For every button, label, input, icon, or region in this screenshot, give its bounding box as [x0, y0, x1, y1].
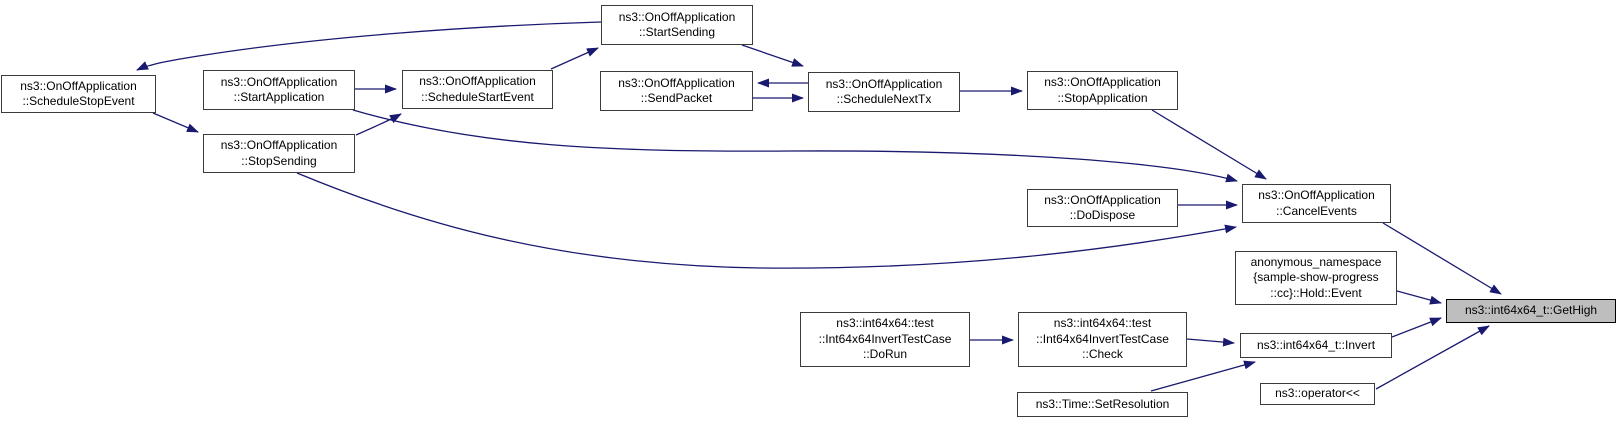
node-schedule-stop-event[interactable]: ns3::OnOffApplication ::ScheduleStopEven…: [1, 75, 156, 113]
node-set-resolution[interactable]: ns3::Time::SetResolution: [1017, 392, 1188, 417]
node-do-run[interactable]: ns3::int64x64::test ::Int64x64InvertTest…: [800, 312, 970, 367]
edge-stop-sending-to-schedule-start-event: [355, 113, 402, 136]
edge-set-resolution-to-invert: [1150, 360, 1256, 392]
node-do-dispose[interactable]: ns3::OnOffApplication ::DoDispose: [1027, 189, 1178, 227]
node-schedule-start-event[interactable]: ns3::OnOffApplication ::ScheduleStartEve…: [402, 70, 553, 109]
edge-hold-event-to-get-high: [1396, 290, 1442, 305]
node-get-high: ns3::int64x64_t::GetHigh: [1446, 299, 1616, 323]
node-hold-event[interactable]: anonymous_namespace {sample-show-progres…: [1235, 251, 1397, 305]
edge-schedule-stop-event-to-stop-sending: [152, 112, 199, 133]
edge-cancel-events-to-get-high: [1382, 222, 1502, 295]
node-stop-application[interactable]: ns3::OnOffApplication ::StopApplication: [1027, 71, 1178, 110]
node-invert[interactable]: ns3::int64x64_t::Invert: [1240, 333, 1392, 358]
node-start-sending[interactable]: ns3::OnOffApplication ::StartSending: [601, 5, 753, 45]
node-operator-lshift[interactable]: ns3::operator<<: [1260, 383, 1375, 405]
edge-stop-application-to-cancel-events: [1151, 109, 1267, 180]
edge-operator-lshift-to-get-high: [1375, 325, 1490, 390]
edge-schedule-start-event-to-start-sending: [550, 47, 599, 70]
node-check[interactable]: ns3::int64x64::test ::Int64x64InvertTest…: [1018, 312, 1187, 367]
edge-check-to-invert: [1186, 337, 1235, 347]
node-stop-sending[interactable]: ns3::OnOffApplication ::StopSending: [203, 134, 355, 173]
edge-start-sending-to-schedule-next-tx: [741, 44, 804, 67]
edge-stop-sending-to-cancel-events: [296, 172, 1237, 269]
node-send-packet[interactable]: ns3::OnOffApplication ::SendPacket: [600, 71, 753, 111]
edge-start-application-to-cancel-events: [352, 109, 1238, 183]
edge-invert-to-get-high: [1391, 317, 1442, 338]
node-start-application[interactable]: ns3::OnOffApplication ::StartApplication: [203, 70, 355, 110]
node-cancel-events[interactable]: ns3::OnOffApplication ::CancelEvents: [1242, 184, 1391, 223]
node-schedule-next-tx[interactable]: ns3::OnOffApplication ::ScheduleNextTx: [808, 72, 960, 112]
edge-start-sending-to-schedule-stop-event: [136, 21, 602, 71]
